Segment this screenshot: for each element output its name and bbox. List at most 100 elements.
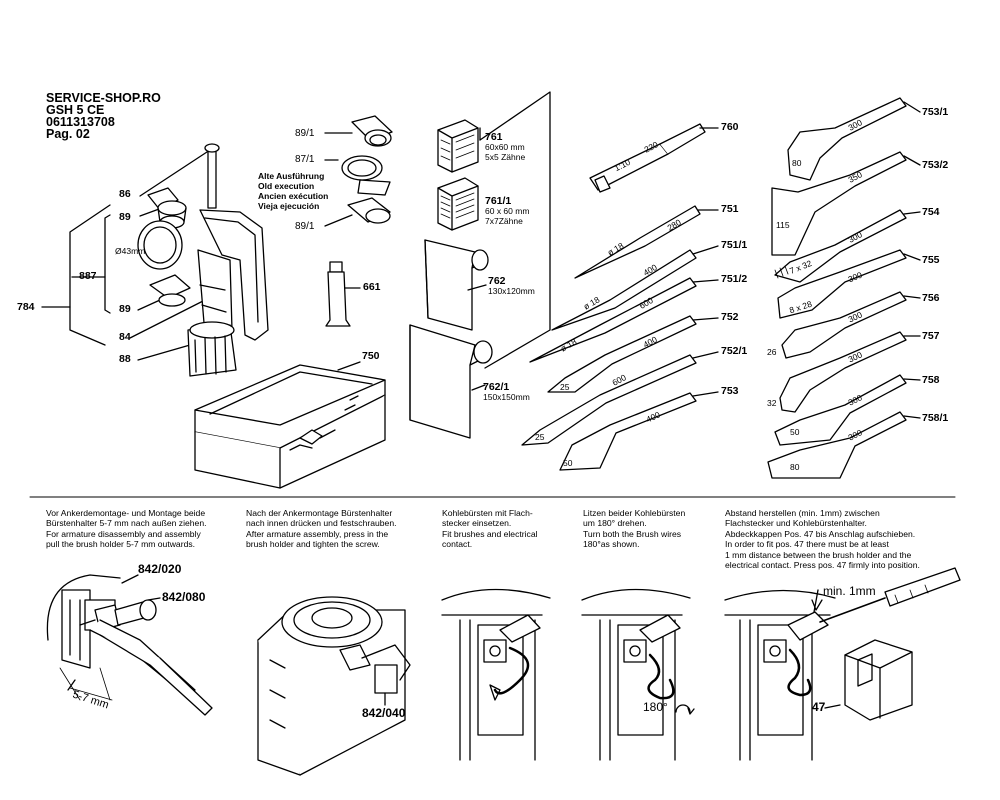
mark-758-length: 300 [846,392,864,408]
mark-757-length: 300 [846,349,864,365]
label-887: 887 [79,270,97,282]
instruction-step-2: Nach der Ankermontage Bürstenhalter nach… [246,508,397,550]
label-753-2: 753/2 [922,159,949,171]
step3-line: Kohlebürsten mit Flach- [442,508,533,518]
mark-753-1-width: 80 [792,158,802,168]
attachment-heads [409,91,551,439]
detail-4-drawing [581,588,695,761]
part-number: 0611313708 [46,115,115,129]
label-842-080: 842/080 [162,590,206,604]
detail-5-drawing [724,567,961,761]
step4-line: Litzen beider Kohlebürsten [583,508,686,518]
label-751-2: 751/2 [721,273,748,285]
model-name: GSH 5 CE [46,103,105,117]
detail-2-drawing [257,596,411,776]
aux-handle-group [41,143,269,377]
old-execution-note: Alte Ausführung Old execution Ancien exé… [258,171,328,211]
label-752-1: 752/1 [721,345,748,357]
step5-line: Flachstecker und Kohlebürstenhalter. [725,518,867,529]
old-execution-de: Alte Ausführung [258,171,325,181]
old-execution-es: Vieja ejecución [258,201,320,211]
mark-753-length: 400 [644,409,662,425]
mark-758-width: 50 [790,427,800,437]
step1-line: Bürstenhalter 5-7 mm nach außen ziehen. [46,518,207,529]
carrying-case [194,361,386,489]
step2-line: Nach der Ankermontage Bürstenhalter [246,508,393,518]
mark-757-width: 32 [767,398,777,408]
mark-752-1-width: 25 [535,432,545,442]
grease-tube [325,261,361,327]
mark-752-width: 25 [560,382,570,392]
step2-line: brush holder and tighten the screw. [246,539,380,550]
mark-753-2-width: 115 [776,220,790,230]
head-761-1-label: 761/1 60 x 60 mm 7x7Zähne [485,196,529,226]
step3-line: stecker einsetzen. [442,518,512,529]
label-761-1-dim: 60 x 60 mm [485,206,530,216]
step1-line: pull the brush holder 5-7 mm outwards. [46,539,196,550]
label-661: 661 [363,281,381,293]
mark-760-ratio: 1:10 [612,156,632,174]
step5-line: In order to fit pos. 47 there must be at… [725,539,889,550]
step5-line: 1 mm distance between the brush holder a… [725,549,912,560]
chisels-left [521,123,719,471]
label-760: 760 [721,121,739,133]
label-762-1: 762/1 [483,381,510,393]
label-751: 751 [721,203,739,215]
mark-755-size: 8 x 28 [788,298,814,316]
mark-751-length: 280 [665,217,683,233]
label-761-1-teeth: 7x7Zähne [485,216,523,226]
label-84: 84 [119,331,131,343]
mark-753-1-length: 300 [846,117,864,133]
instruction-step-3: Kohlebürsten mit Flach- stecker einsetze… [442,508,538,550]
mark-751-dia: ø 18 [605,240,626,258]
label-751-1: 751/1 [721,239,748,251]
label-754: 754 [922,206,940,218]
old-execution-clamp [324,115,393,227]
step5-line: electrical contact. Press pos. 47 firmly… [725,560,920,571]
mark-758-1-width: 80 [790,462,800,472]
mark-751-1-length: 400 [641,262,659,278]
label-47: 47 [812,700,826,714]
detail-1-drawing [46,574,213,716]
step3-line: Fit brushes and electrical [442,528,538,539]
label-758-1: 758/1 [922,412,949,424]
chisels-right [767,97,921,479]
mark-751-2-length: 600 [637,295,655,311]
step4-line: Turn both the Brush wires [583,528,682,539]
label-180-deg: 180° [643,700,668,714]
old-execution-en: Old execution [258,181,315,191]
detail-3-drawing [441,588,551,761]
label-784: 784 [17,301,35,313]
step4-line: um 180° drehen. [583,518,647,529]
mark-752-1-length: 600 [610,372,628,388]
label-762: 762 [488,275,506,287]
label-756: 756 [922,292,940,304]
label-761-dim: 60x60 mm [485,142,525,152]
instruction-step-1: Vor Ankerdemontage- und Montage beide Bü… [46,508,207,550]
mark-752-length: 400 [641,334,659,350]
label-762-dim: 130x120mm [488,286,535,296]
label-88: 88 [119,353,131,365]
mark-754-length: 300 [846,229,864,245]
mark-756-width: 26 [767,347,777,357]
step3-line: contact. [442,539,473,550]
step5-line: Abdeckkappen Pos. 47 bis Anschlag aufsch… [725,528,916,539]
label-dia-43: Ø43mm [115,246,146,256]
label-89-1-top: 89/1 [295,128,315,139]
mark-760-length: 220 [642,139,660,155]
label-757: 757 [922,330,940,342]
instruction-step-4: Litzen beider Kohlebürsten um 180° drehe… [583,508,685,550]
label-758: 758 [922,374,940,386]
step1-line: For armature disassembly and assembly [46,528,201,539]
label-89: 89 [119,211,131,223]
label-5-7-mm: 5-7 mm [71,688,111,712]
step5-line: Abstand herstellen (min. 1mm) zwischen [725,508,880,518]
label-753: 753 [721,385,739,397]
header-block: SERVICE-SHOP.RO GSH 5 CE 0611313708 Pag.… [46,92,161,141]
mark-758-1-length: 300 [846,427,864,443]
label-761-1: 761/1 [485,195,512,207]
mark-756-length: 300 [846,309,864,325]
label-761-teeth: 5x5 Zähne [485,152,526,162]
label-842-020: 842/020 [138,562,182,576]
